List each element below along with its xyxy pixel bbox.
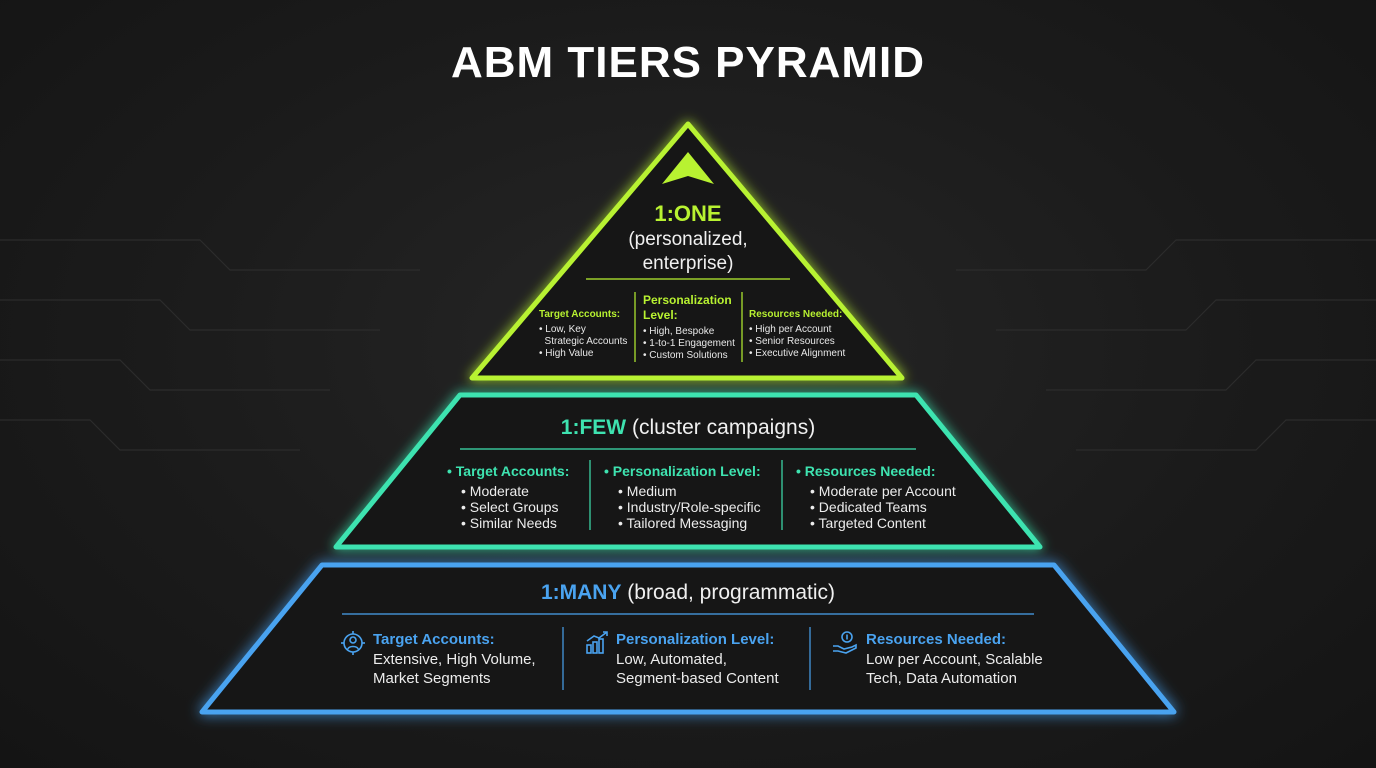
column-text-line2: Segment-based Content [616, 670, 779, 687]
tier-many-subtitle: (broad, programmatic) [621, 581, 836, 604]
list-item: • High Value [539, 348, 594, 359]
column-heading: • Resources Needed: [796, 463, 936, 479]
list-item: • Custom Solutions [643, 350, 728, 361]
tier-many-resources-needed: Resources Needed: Low per Account, Scala… [866, 630, 1066, 688]
tier-few-heading: 1:FEW (cluster campaigns) [440, 416, 936, 440]
column-text-line2: Market Segments [373, 670, 491, 687]
list-item: • Select Groups [461, 499, 559, 515]
column-heading: Personalization Level: [616, 631, 775, 648]
tier-few-target-accounts: • Target Accounts: • Moderate • Select G… [447, 463, 587, 531]
tier-many-personalization-level: Personalization Level: Low, Automated, S… [616, 630, 806, 688]
column-text-line2: Tech, Data Automation [866, 670, 1017, 687]
column-text-line1: Low, Automated, [616, 651, 727, 668]
column-heading: • Target Accounts: [447, 463, 570, 479]
tier-many-trapezoid [199, 562, 1177, 715]
list-item: • High, Bespoke [643, 326, 715, 337]
hand-coin-icon [833, 631, 857, 654]
list-item: • Targeted Content [810, 515, 926, 531]
list-item: • 1-to-1 Engagement [643, 338, 735, 349]
list-item: • Moderate per Account [810, 483, 956, 499]
tier-one-subtitle-line1: (personalized, [628, 229, 748, 250]
tier-few-personalization-level: • Personalization Level: • Medium • Indu… [604, 463, 780, 531]
list-item: • Moderate [461, 483, 529, 499]
page-title: ABM TIERS PYRAMID [450, 38, 926, 87]
tier-few-trapezoid [333, 392, 1043, 550]
tier-many-heading: 1:MANY (broad, programmatic) [390, 581, 986, 605]
list-item: • High per Account [749, 324, 832, 335]
column-heading-line2: Level: [643, 308, 678, 322]
column-text-line1: Low per Account, Scalable [866, 651, 1043, 668]
tier-one-target-accounts: Target Accounts: • Low, Key Strategic Ac… [539, 309, 633, 360]
list-item: • Executive Alignment [749, 348, 846, 359]
list-item: • Similar Needs [461, 515, 557, 531]
tier-one-label: 1:ONE [654, 201, 722, 226]
column-heading: Target Accounts: [373, 631, 495, 648]
column-text-line1: Extensive, High Volume, [373, 651, 536, 668]
column-heading: Personalization Level: [643, 293, 741, 323]
column-heading: Resources Needed: [749, 309, 843, 320]
tier-one-resources-needed: Resources Needed: • High per Account • S… [749, 309, 853, 360]
tier-one-personalization-level: Personalization Level: • High, Bespoke •… [643, 293, 741, 362]
tier-one-subtitle-line2: enterprise) [642, 253, 734, 274]
list-item: • Tailored Messaging [618, 515, 748, 531]
chart-growth-icon [586, 631, 608, 654]
list-item: Strategic Accounts [539, 336, 628, 347]
target-user-icon [341, 631, 365, 655]
tier-one-triangle [469, 121, 905, 381]
column-heading: Target Accounts: [539, 309, 621, 320]
tier-one-subtitle: (personalized, enterprise) [568, 228, 808, 276]
tier-few-resources-needed: • Resources Needed: • Moderate per Accou… [796, 463, 972, 531]
list-item: • Dedicated Teams [810, 499, 927, 515]
tier-many-label: 1:MANY [540, 581, 622, 604]
tier-few-label: 1:FEW [560, 416, 627, 439]
column-heading: Resources Needed: [866, 631, 1007, 648]
list-item: • Medium [618, 483, 677, 499]
list-item: • Senior Resources [749, 336, 835, 347]
tier-few-subtitle: (cluster campaigns) [626, 416, 816, 439]
list-item: • Low, Key [539, 324, 586, 335]
column-heading: • Personalization Level: [604, 463, 761, 479]
list-item: • Industry/Role-specific [618, 499, 761, 515]
tier-many-target-accounts: Target Accounts: Extensive, High Volume,… [373, 630, 559, 688]
column-heading-line1: Personalization [643, 293, 732, 307]
arrow-up-icon [662, 152, 714, 184]
